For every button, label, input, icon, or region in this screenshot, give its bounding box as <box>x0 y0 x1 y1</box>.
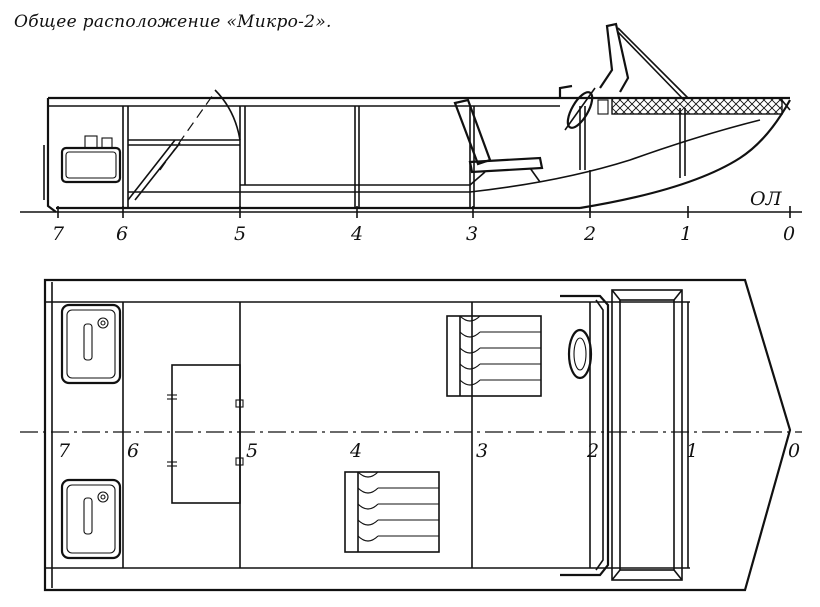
windshield-plan <box>560 289 683 581</box>
side-station-6: 6 <box>116 223 128 245</box>
seat-plan-upper <box>446 315 542 397</box>
side-station-1: 1 <box>680 223 692 245</box>
transom <box>46 98 57 213</box>
fuel-tank-plan-upper <box>60 303 122 385</box>
frames <box>122 106 686 208</box>
plan-station-0: 0 <box>788 440 800 462</box>
steering-side <box>558 22 689 131</box>
side-station-4: 4 <box>350 223 363 245</box>
baseline-label: ОЛ <box>750 188 783 210</box>
plan-view: 7 6 5 4 3 2 1 0 <box>20 278 802 592</box>
fuel-tank-plan-lower <box>60 478 122 560</box>
plan-station-7: 7 <box>58 440 71 462</box>
side-station-labels: 7 6 5 4 3 2 1 0 <box>52 223 795 245</box>
side-station-0: 0 <box>783 223 795 245</box>
plan-frames <box>122 302 689 568</box>
seat-side <box>453 98 544 186</box>
plan-station-2: 2 <box>586 440 599 462</box>
seat-plan-lower <box>344 471 440 553</box>
side-station-5: 5 <box>234 223 246 245</box>
steering-wheel-plan <box>567 328 593 380</box>
side-station-2: 2 <box>583 223 596 245</box>
bow-deck-hatched <box>611 97 783 115</box>
fuel-tank-side <box>60 135 122 184</box>
side-station-ticks <box>57 206 791 218</box>
plan-station-4: 4 <box>349 440 362 462</box>
plan-station-5: 5 <box>246 440 258 462</box>
drawing-title: Общее расположение «Микро-2». <box>14 12 332 32</box>
plan-station-3: 3 <box>476 440 488 462</box>
plan-station-labels: 7 6 5 4 3 2 1 0 <box>58 440 800 462</box>
side-station-7: 7 <box>52 223 65 245</box>
plan-station-6: 6 <box>127 440 139 462</box>
bow-bottom-curve <box>579 99 791 210</box>
plan-station-1: 1 <box>686 440 698 462</box>
side-station-3: 3 <box>466 223 478 245</box>
side-view: ОЛ 7 6 5 4 3 2 1 0 <box>20 22 802 245</box>
center-bench-frame <box>171 364 241 504</box>
hull-outline-plan <box>43 278 792 592</box>
